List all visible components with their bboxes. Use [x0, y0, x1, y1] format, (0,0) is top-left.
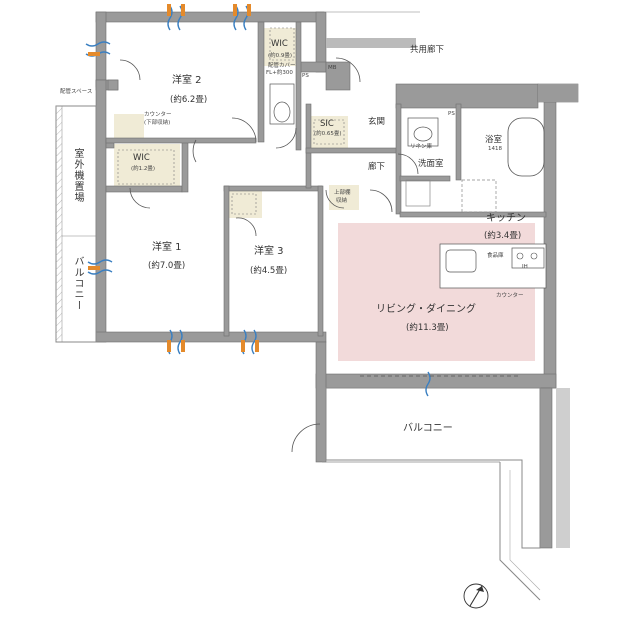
kitchen-size: (約3.4畳)	[484, 231, 522, 241]
ps2-label: PS	[448, 111, 455, 117]
wic-upper-name: WIC	[271, 39, 288, 49]
entrance-name: 玄関	[368, 117, 386, 127]
washer-space	[405, 179, 431, 207]
fridge-space	[461, 179, 497, 213]
sic-size: (約0.65畳)	[314, 131, 342, 137]
western2-name: 洋室 2	[172, 75, 202, 86]
linen-name: リネン庫	[410, 144, 433, 150]
food-pantry-name: 食品庫	[487, 253, 504, 259]
ldk-size: (約11.3畳)	[406, 323, 449, 333]
counter-left-fill	[114, 114, 144, 140]
wic-left-name: WIC	[133, 153, 150, 163]
sic-name: SIC	[320, 119, 334, 129]
wic-upper-fill	[264, 28, 296, 66]
hallway-name: 廊下	[368, 162, 386, 172]
counter-left-sub: (下部収納)	[144, 120, 171, 126]
kitchen-name: キッチン	[486, 213, 526, 224]
wic-left-fill	[114, 144, 180, 186]
upper-closet-sub: 収納	[336, 198, 348, 204]
stove	[511, 247, 545, 269]
pipe-cover-sub: FL+約300	[266, 70, 293, 76]
door-swings	[119, 57, 419, 453]
sic-fill	[310, 116, 348, 148]
balcony-side-name: バルコニー	[72, 256, 83, 311]
western1-size: (約7.0畳)	[148, 261, 186, 271]
western3-name: 洋室 3	[254, 246, 284, 257]
upper-closet-name: 上部棚	[334, 190, 351, 196]
western3-size: (約4.5畳)	[250, 266, 288, 276]
pipe-cover-label: 配管カバー	[268, 63, 296, 69]
outdoor-unit-name: 室外機置場	[72, 148, 83, 203]
washroom-name: 洗面室	[418, 159, 444, 169]
counter-left-name: カウンター	[144, 112, 172, 118]
western2-size: (約6.2畳)	[170, 95, 208, 105]
bath-name: 浴室	[485, 135, 503, 145]
vent-arrows	[88, 4, 259, 352]
wic-left-size: (約1.2畳)	[131, 166, 156, 172]
closet-fill	[228, 190, 262, 218]
ldk-name: リビング・ダイニング	[376, 304, 476, 315]
stove-label: IH	[522, 264, 528, 270]
ps1-label: PS	[302, 73, 309, 79]
pipe-space-label: 配管スペース	[60, 89, 93, 95]
shared-corridor-name: 共用廊下	[410, 45, 445, 55]
counter-kitchen-name: カウンター	[496, 293, 524, 299]
bathtub	[507, 117, 545, 177]
bath-size: 1418	[488, 146, 502, 152]
upper-closet-fill	[329, 185, 359, 210]
balcony-main-name: バルコニー	[403, 423, 453, 434]
western1-name: 洋室 1	[152, 242, 182, 253]
mb-label: MB	[328, 65, 337, 71]
main-balcony-outline	[325, 387, 541, 549]
compass	[463, 583, 489, 609]
wic-upper-size: (約0.9畳)	[268, 53, 293, 59]
